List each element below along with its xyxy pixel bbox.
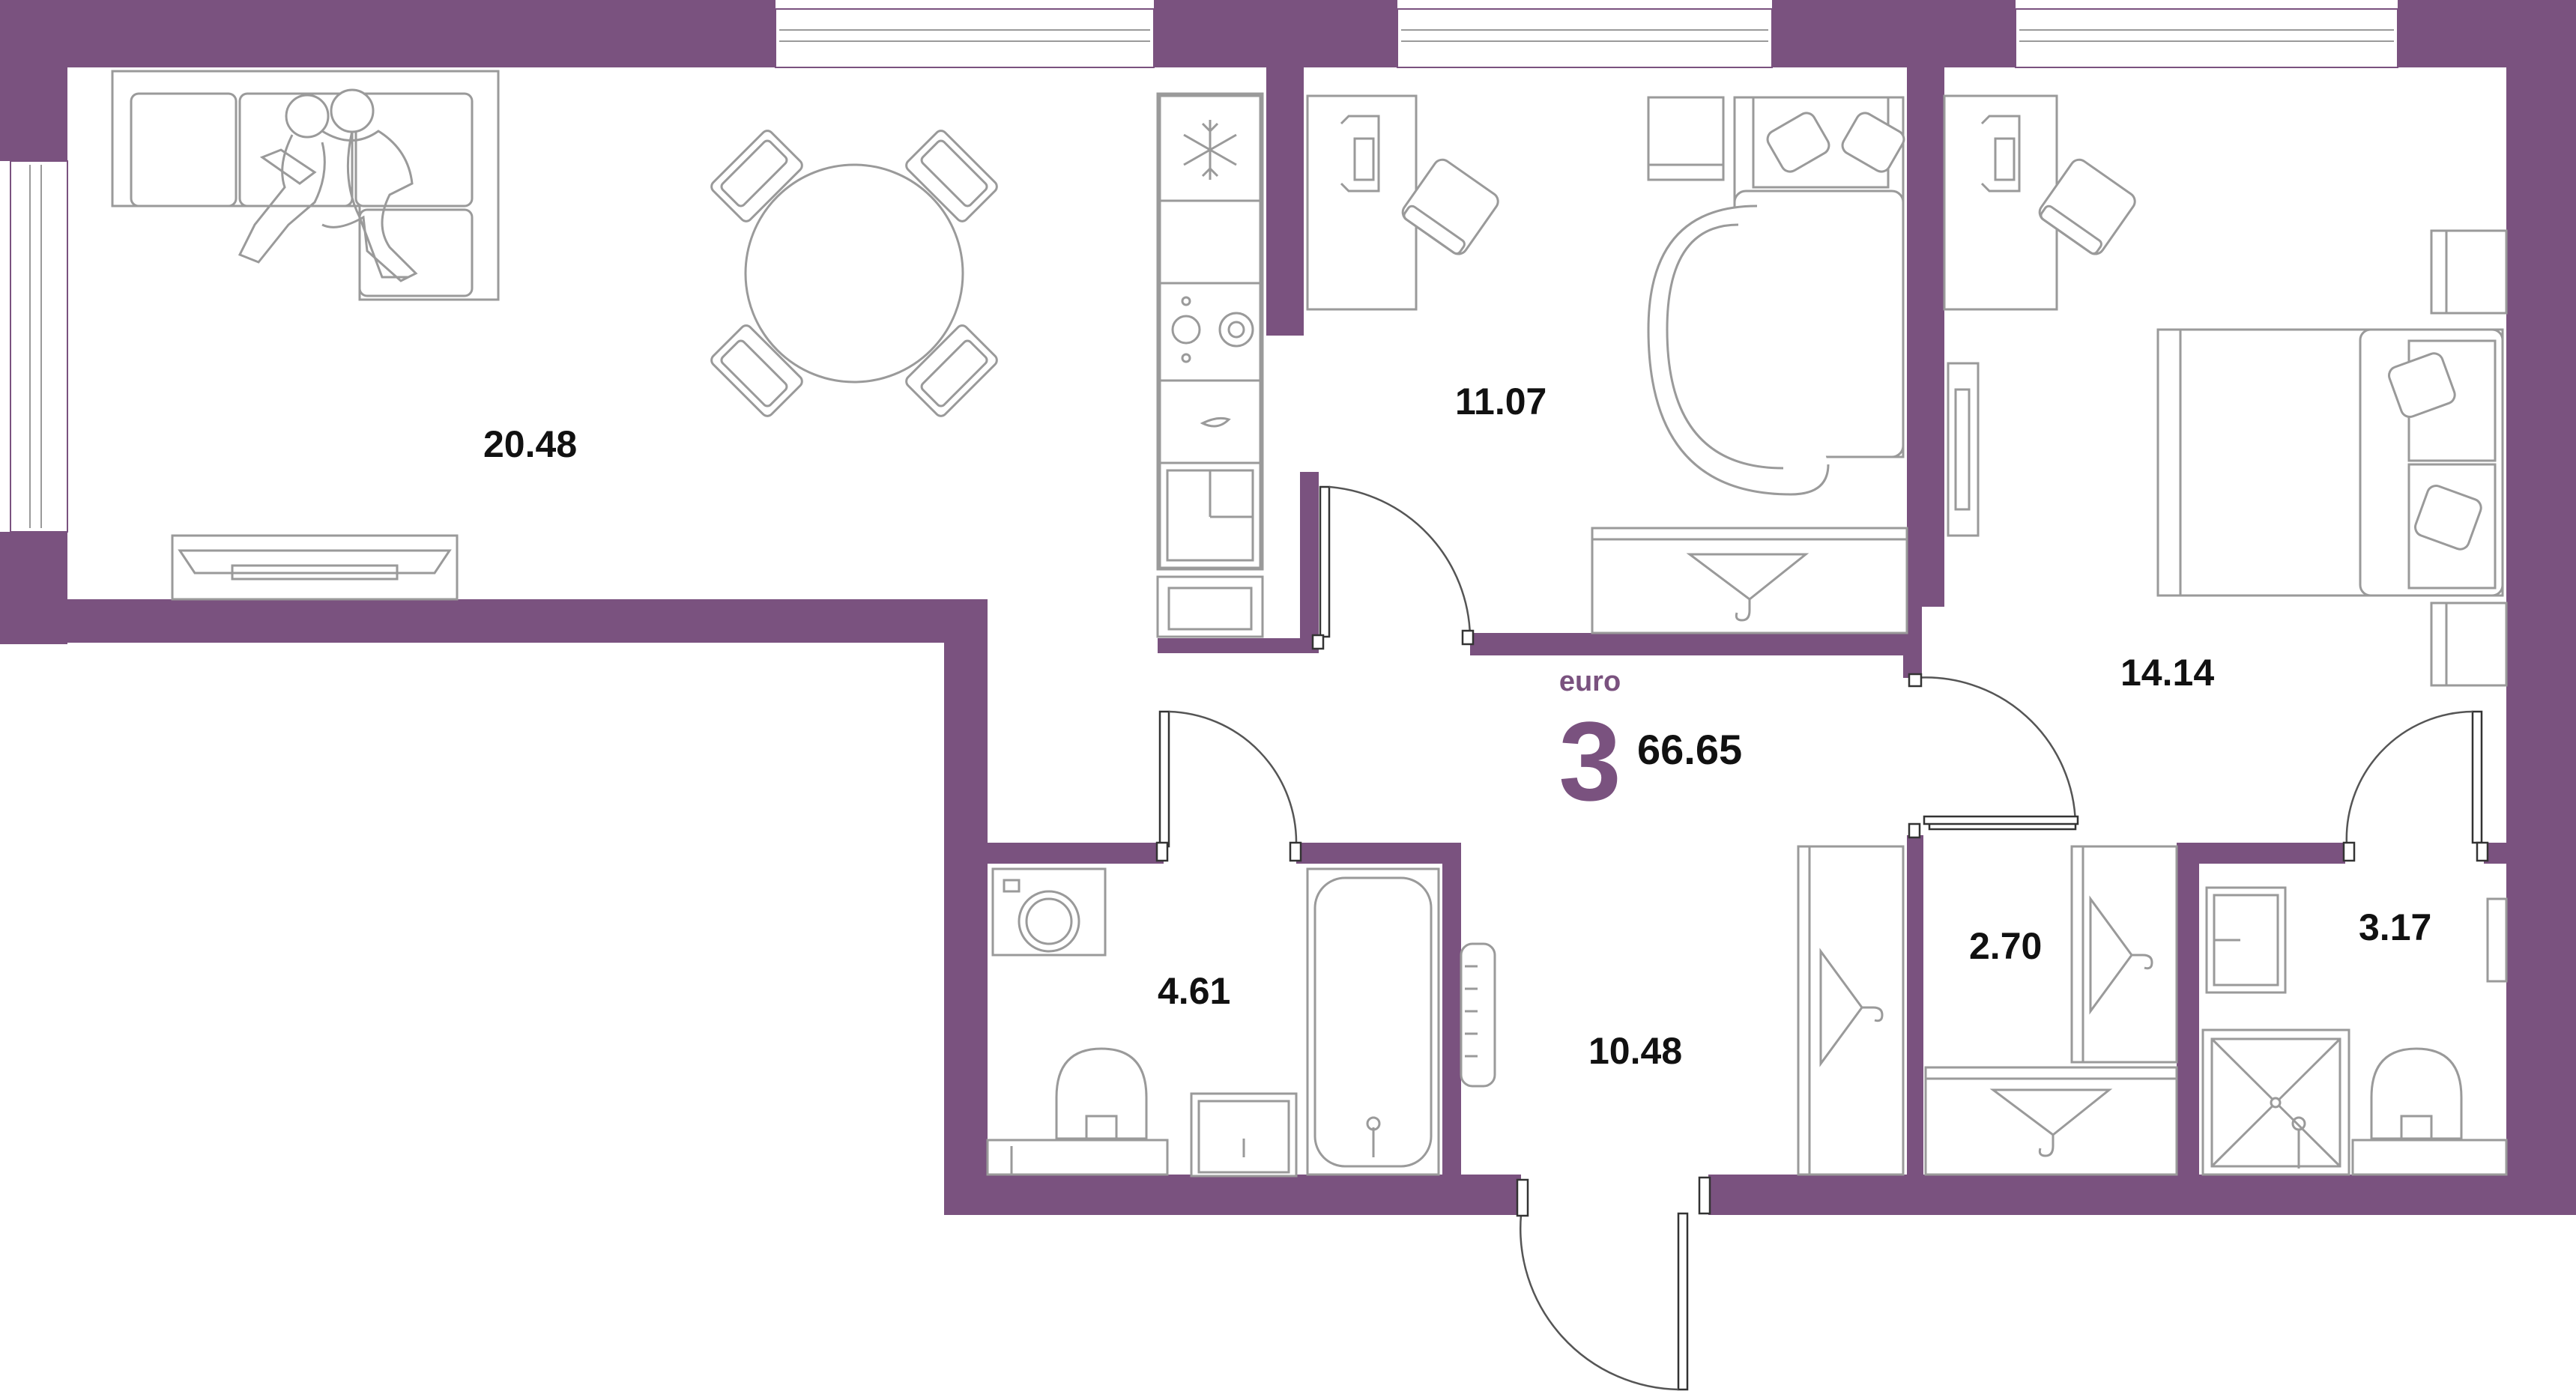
wardrobe-closet-bottom bbox=[1924, 1066, 2178, 1176]
door-entrance-swing bbox=[1520, 1214, 1679, 1391]
apartment-type: euro bbox=[1559, 666, 1621, 697]
door-bathroom-leaf bbox=[1158, 710, 1170, 848]
rooms-count: 3 bbox=[1558, 698, 1621, 824]
bed-bedroom2 bbox=[2156, 328, 2504, 597]
hallway-furniture bbox=[1797, 845, 2178, 1176]
wall-kitchen-bedroom-low bbox=[1300, 472, 1319, 646]
wardrobe-closet-right bbox=[2070, 845, 2178, 1064]
shower-tray bbox=[2201, 1028, 2350, 1176]
door-wardrobe-leaf bbox=[1923, 815, 2079, 825]
wall-top-1 bbox=[0, 0, 775, 67]
hanger-icon bbox=[1989, 1088, 2113, 1157]
desk-2 bbox=[1943, 94, 2058, 311]
wall-kitchen-bedroom bbox=[1266, 67, 1304, 336]
bathtub bbox=[1306, 867, 1440, 1176]
apartment-summary: euro 3 66.65 bbox=[1558, 666, 1742, 824]
room-area-bedroom-2: 14.14 bbox=[2120, 652, 2214, 694]
kitchen-sink bbox=[1158, 461, 1262, 569]
window-bedroom2 bbox=[2015, 8, 2398, 68]
dining-table bbox=[710, 130, 998, 417]
bedroom2-furniture bbox=[1943, 94, 2508, 687]
wall-bath-left bbox=[944, 599, 988, 1215]
desk-chair-2 bbox=[2038, 158, 2136, 255]
hanger-icon bbox=[1819, 948, 1884, 1067]
wall-bath-right bbox=[1442, 843, 1461, 1176]
desk bbox=[1306, 94, 1418, 311]
door-bedroom2-swing bbox=[1914, 676, 2077, 825]
window-bedroom1 bbox=[1397, 8, 1773, 68]
toilet-shower-room bbox=[2370, 1047, 2463, 1140]
nightstand bbox=[1647, 96, 1725, 181]
total-area: 66.65 bbox=[1637, 726, 1742, 773]
wall-top-2 bbox=[1154, 0, 1397, 67]
wall-top-3 bbox=[1772, 0, 2016, 67]
bathroom-furniture bbox=[986, 867, 1496, 1178]
door-shower-leaf bbox=[2471, 710, 2483, 844]
bed-bedroom1 bbox=[1647, 96, 1905, 496]
wall-wardrobe-left bbox=[1907, 835, 1923, 1176]
wall-right bbox=[2506, 0, 2576, 1215]
people-on-sofa bbox=[238, 88, 418, 282]
door-bedroom1-swing bbox=[1328, 485, 1472, 637]
hanger-icon bbox=[1686, 553, 1809, 622]
wall-living-bottom bbox=[0, 599, 988, 643]
wall-kitchen-bottom bbox=[1158, 638, 1319, 653]
snowflake-icon bbox=[1183, 120, 1237, 180]
room-labels: 20.48 11.07 14.14 4.61 10.48 2.70 3.17 bbox=[483, 381, 2431, 1072]
wall-bedroom1-bottom bbox=[1470, 633, 1916, 655]
room-area-shower-room: 3.17 bbox=[2359, 906, 2431, 948]
nightstand-2a bbox=[2430, 229, 2508, 315]
wall-bath-top-right bbox=[1296, 843, 1461, 864]
hanger-icon bbox=[2089, 895, 2153, 1015]
wall-bottom-right bbox=[1708, 1175, 2576, 1215]
window-living-top bbox=[775, 8, 1155, 68]
desk-chair bbox=[1401, 158, 1499, 255]
wall-bath-top-left bbox=[988, 843, 1164, 864]
door-bathroom-swing bbox=[1168, 710, 1298, 846]
kitchen-counter bbox=[1156, 92, 1264, 638]
living-kitchen-furniture bbox=[111, 70, 1264, 638]
windows bbox=[10, 8, 2398, 533]
toilet-bathroom bbox=[1055, 1047, 1148, 1140]
door-shower-swing bbox=[2345, 710, 2473, 846]
wall-left-upper bbox=[0, 0, 67, 161]
wall-shower-left bbox=[2177, 843, 2199, 1176]
door-bedroom1-leaf bbox=[1319, 485, 1331, 638]
tv-stand bbox=[171, 534, 459, 601]
wall-shower-top-left bbox=[2177, 843, 2345, 864]
towel-rail bbox=[1460, 942, 1496, 1088]
shower-room-furniture bbox=[2201, 886, 2508, 1176]
hallway-closet bbox=[1797, 845, 1905, 1176]
room-area-bathroom: 4.61 bbox=[1158, 970, 1230, 1012]
room-area-hallway: 10.48 bbox=[1588, 1030, 1682, 1072]
room-area-living-kitchen: 20.48 bbox=[483, 423, 577, 465]
nightstand-2b bbox=[2430, 601, 2508, 687]
window-living-left bbox=[10, 160, 68, 533]
bedroom1-furniture bbox=[1306, 94, 1908, 634]
wall-bedrooms bbox=[1907, 67, 1944, 607]
bathroom-sink bbox=[1190, 1092, 1298, 1178]
tv-bedroom2 bbox=[1947, 362, 1980, 537]
shower-room-sink bbox=[2205, 886, 2287, 994]
walls bbox=[0, 0, 2576, 1215]
doors bbox=[1155, 485, 2489, 1391]
wall-bottom-left bbox=[944, 1175, 1521, 1215]
door-entrance-leaf bbox=[1677, 1212, 1689, 1391]
room-area-wardrobe: 2.70 bbox=[1969, 925, 2042, 967]
wardrobe-bedroom1 bbox=[1591, 527, 1908, 634]
room-area-bedroom-1: 11.07 bbox=[1455, 381, 1546, 422]
